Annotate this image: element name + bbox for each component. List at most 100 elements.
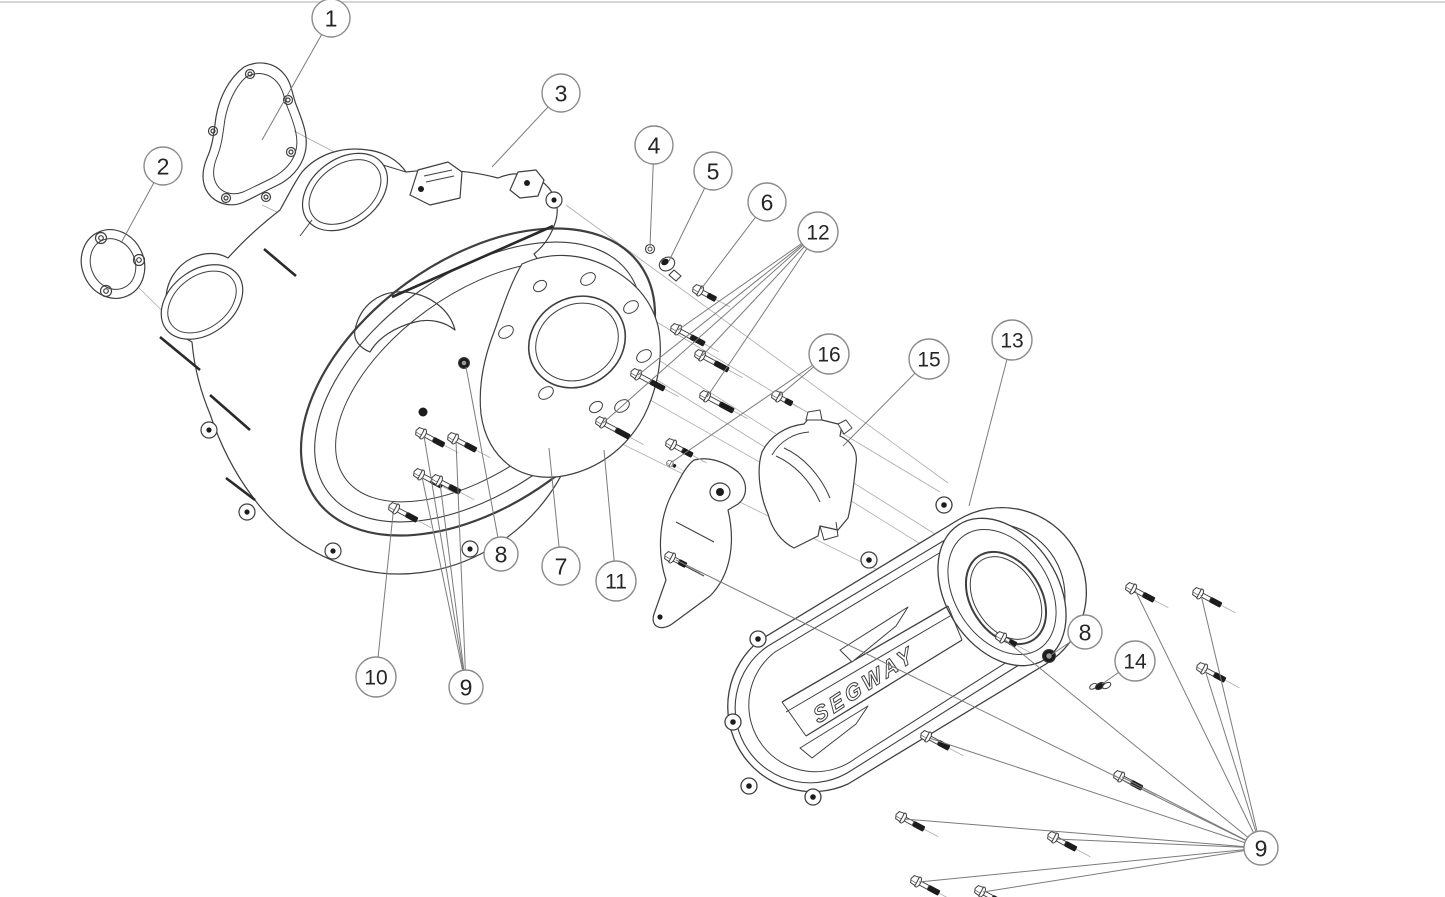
cover-ears <box>724 496 953 806</box>
svg-text:8: 8 <box>495 541 508 567</box>
part-outer-cvt-cover: SEGWAY <box>724 496 1087 806</box>
leader-line <box>1204 669 1262 849</box>
callout-10: 10 <box>355 656 397 698</box>
housing-ribs <box>159 224 554 502</box>
part-gasket-small <box>80 229 146 299</box>
bolt <box>431 473 475 501</box>
leader-line <box>439 482 467 688</box>
leader-line <box>968 339 1013 507</box>
svg-text:3: 3 <box>555 80 568 106</box>
callout-2: 2 <box>143 146 183 186</box>
callout-15: 15 <box>908 338 950 380</box>
plate-bolt-holes <box>498 272 652 414</box>
callout-8: 8 <box>1067 614 1103 650</box>
part-inner-cover-plate <box>479 254 661 478</box>
bolt <box>699 389 748 419</box>
bolt <box>910 874 954 897</box>
svg-text:6: 6 <box>761 189 774 215</box>
bolt <box>388 501 432 529</box>
bolt <box>920 729 964 757</box>
svg-text:5: 5 <box>707 158 720 184</box>
bolt <box>670 322 719 352</box>
bolt <box>595 415 644 445</box>
callout-12: 12 <box>797 211 839 253</box>
callout-8: 8 <box>483 536 519 572</box>
bolt <box>1192 586 1236 614</box>
leader-line <box>375 513 394 678</box>
leader-line <box>1134 589 1262 849</box>
housing-left-tube <box>160 264 244 340</box>
leader-line <box>1200 594 1262 849</box>
callout-3: 3 <box>541 73 581 113</box>
leader-line <box>706 231 819 398</box>
housing-top-tube <box>299 152 407 237</box>
callout-7: 7 <box>541 546 581 586</box>
leader-line <box>261 17 332 141</box>
leader-line <box>903 818 1262 849</box>
bolt <box>995 630 1031 653</box>
bolt <box>666 459 685 472</box>
leader-line <box>465 366 502 555</box>
part-cable-guide <box>658 256 682 282</box>
leader-line <box>675 559 1262 849</box>
svg-text:16: 16 <box>817 344 840 367</box>
callout-6: 6 <box>747 182 787 222</box>
leader-line <box>918 847 1262 883</box>
svg-text:2: 2 <box>157 153 170 179</box>
callout-13: 13 <box>991 319 1033 361</box>
callout-11: 11 <box>595 560 637 602</box>
leader-line <box>421 476 467 688</box>
svg-text:13: 13 <box>1000 330 1023 353</box>
leader-line <box>603 449 617 582</box>
bolt <box>665 437 707 464</box>
leader-line <box>637 231 819 376</box>
bolt <box>1196 661 1240 689</box>
cover-ridge-band <box>781 605 963 737</box>
leader-line <box>1055 838 1262 849</box>
bolt <box>630 367 679 397</box>
leader-line <box>677 231 819 331</box>
callout-1: 1 <box>311 0 351 38</box>
leader-line <box>455 440 467 688</box>
grommet-plug <box>458 357 470 369</box>
svg-text:1: 1 <box>325 5 338 31</box>
construction-line <box>565 204 949 484</box>
leader-line <box>602 231 819 424</box>
callout-9: 9 <box>1243 830 1279 866</box>
grommet-plug <box>1042 649 1056 663</box>
part-support-bracket <box>652 458 747 629</box>
svg-text:15: 15 <box>917 349 940 372</box>
bolt <box>1125 581 1169 609</box>
svg-text:11: 11 <box>605 571 627 594</box>
svg-text:14: 14 <box>1123 651 1147 674</box>
part-intake-duct <box>758 409 857 549</box>
bolt <box>1047 830 1091 858</box>
svg-text:10: 10 <box>364 667 387 690</box>
svg-text:12: 12 <box>806 222 829 245</box>
leader-line <box>701 231 819 357</box>
callout-14: 14 <box>1114 640 1156 682</box>
bolt <box>1113 769 1157 797</box>
callout-16: 16 <box>808 333 850 375</box>
callout-4: 4 <box>634 125 674 165</box>
svg-text:9: 9 <box>460 674 473 700</box>
part-gasket-large <box>202 62 307 206</box>
leader-line <box>1003 638 1262 849</box>
bolt <box>415 426 459 454</box>
callout-9: 9 <box>448 669 484 705</box>
svg-text:7: 7 <box>555 553 568 579</box>
bolt <box>974 884 1005 897</box>
leader-line <box>671 353 830 463</box>
leader-line <box>928 737 1262 849</box>
svg-text:9: 9 <box>1255 835 1268 861</box>
leader-line <box>548 447 562 567</box>
leader-line <box>423 435 467 688</box>
bolt <box>771 389 807 412</box>
bolt <box>895 810 939 838</box>
housing-top-brackets <box>409 161 545 206</box>
svg-text:8: 8 <box>1079 619 1092 645</box>
spring-clip <box>1089 681 1112 691</box>
